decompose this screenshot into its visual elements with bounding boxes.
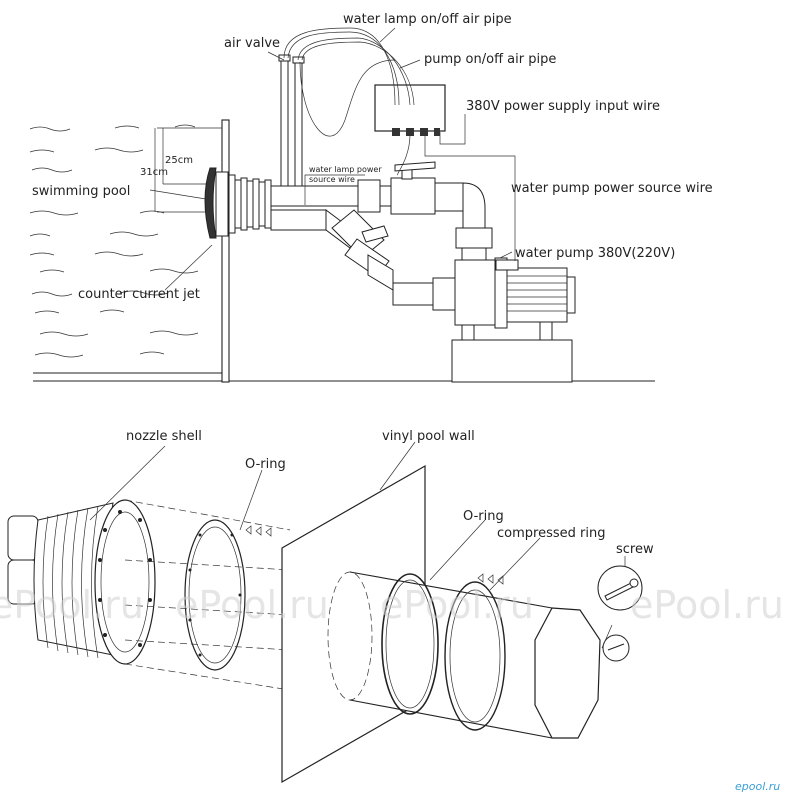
label-o-ring-left: O-ring [245,457,286,472]
o-ring-right [381,573,439,715]
counter-current-jet-body [204,167,272,239]
air-valve-assembly [278,54,305,201]
watermarks: ePool.ru ePool.ru ePool.ru ePool.ru [0,583,784,627]
cylinder-guides-left [124,499,291,691]
o-ring-left [184,519,246,671]
nozzle-shell [7,499,156,665]
upper-pipe [270,161,493,263]
watermark-left: ePool.ru [0,583,144,627]
label-power-input-wire: 380V power supply input wire [466,99,660,114]
dimension-lines [154,127,222,213]
screw-detail [597,565,643,662]
bottom-leader-lines [89,441,626,591]
label-nozzle-shell: nozzle shell [126,429,202,444]
watermark-right: ePool.ru [630,583,784,627]
label-vinyl-pool-wall: vinyl pool wall [382,429,475,444]
pipe-cylinder-right [327,571,601,739]
watermark-center-right: ePool.ru [380,583,534,627]
leader-lines [149,27,513,291]
screw-row-left [245,525,272,537]
pool-wall [221,119,230,383]
lower-pipe [270,209,456,311]
top-installation-diagram: water lamp on/off air pipe air valve pum… [29,12,713,383]
label-pump-power-source: water pump power source wire [511,181,713,196]
dimension-25cm: 25cm [165,155,193,166]
label-compressed-ring: compressed ring [497,526,605,541]
label-pump-air-pipe: pump on/off air pipe [424,52,556,67]
compressed-ring [444,581,506,731]
label-screw: screw [616,542,654,557]
screw-row-right [477,573,504,585]
label-water-lamp-air-pipe: water lamp on/off air pipe [343,12,512,27]
label-o-ring-right: O-ring [463,509,504,524]
label-air-valve: air valve [224,36,280,51]
epool-logo: epool.ru [735,780,780,793]
air-pipes-and-wires [283,27,516,261]
water-pump-body [451,257,576,383]
watermark-center-left: ePool.ru [175,583,329,627]
label-swimming-pool: swimming pool [32,184,130,199]
dimension-31cm: 31cm [140,167,168,178]
label-lamp-power-line2: source wire [309,175,355,184]
label-counter-current-jet: counter current jet [78,287,200,302]
water-waves [29,124,199,358]
label-water-pump: water pump 380V(220V) [515,246,675,261]
bottom-exploded-diagram: nozzle shell O-ring vinyl pool wall O-ri… [7,429,654,784]
control-box [374,84,446,136]
label-lamp-power-line1: water lamp power [309,165,382,174]
